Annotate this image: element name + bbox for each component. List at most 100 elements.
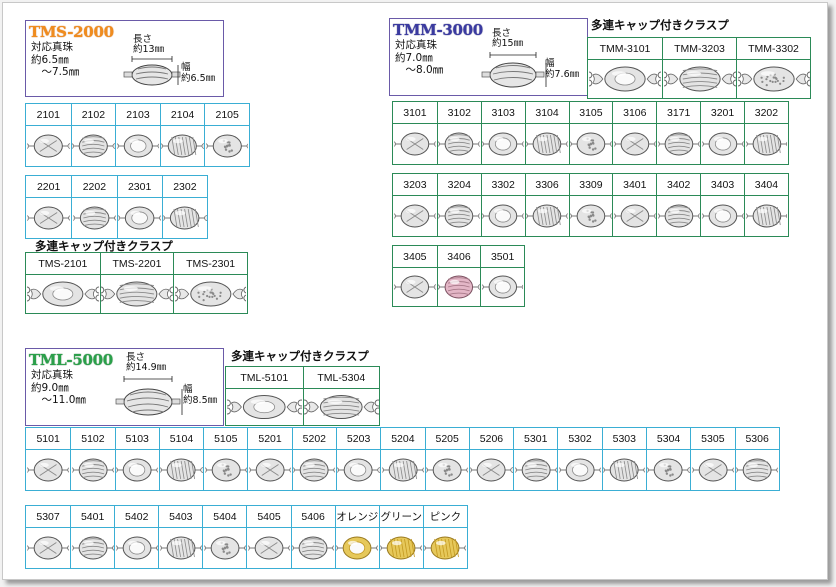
tms-series-title: TMS-2000 <box>29 23 114 41</box>
clasp-item: 3402 <box>656 174 701 236</box>
multi-clasp-image <box>226 389 303 425</box>
clasp-item: 3102 <box>436 102 481 164</box>
clasp-code-label: 5204 <box>381 428 425 450</box>
clasp-item: 5101 <box>26 428 71 490</box>
clasp-item: 3202 <box>744 102 788 164</box>
clasp-code-label: 5402 <box>115 506 159 528</box>
clasp-code-label: 3103 <box>481 102 525 124</box>
clasp-image <box>337 450 380 490</box>
multi-clasp-image <box>663 60 736 98</box>
clasp-image <box>613 124 656 164</box>
tmm-grid-row1: 3101 3102 3103 3104 3105 3106 <box>392 101 789 165</box>
tms-multi-heading: 多連キャップ付きクラスプ <box>35 239 173 253</box>
clasp-code-label: 3106 <box>613 102 657 124</box>
clasp-item: 3405 <box>393 246 437 306</box>
clasp-code-label: 5102 <box>71 428 115 450</box>
tms-grid-row1: 2101 2102 2103 2104 2105 <box>25 103 250 167</box>
multi-clasp-item: TMM-3203 <box>662 38 736 98</box>
tml-multi-grid: TML-5101 TML-5304 <box>225 366 380 426</box>
tml-grid-row2: 5307 5401 5402 5403 5404 5405 <box>25 505 468 569</box>
clasp-code-label: 5206 <box>469 428 514 450</box>
clasp-item: 2102 <box>70 104 116 166</box>
clasp-item: 3171 <box>656 102 701 164</box>
clasp-item: 5201 <box>247 428 292 490</box>
clasp-code-label: 3405 <box>393 246 437 268</box>
clasp-code-label: 3501 <box>481 246 524 268</box>
clasp-image <box>393 124 437 164</box>
clasp-image <box>570 196 613 236</box>
clasp-item: 5406 <box>290 506 335 568</box>
clasp-code-label: 5403 <box>159 506 203 528</box>
tms-width-label: 幅 約6.5㎜ <box>181 62 216 84</box>
clasp-item: 3406 <box>436 246 481 306</box>
multi-clasp-item: TMS-2301 <box>173 253 247 313</box>
multi-clasp-image <box>304 389 380 425</box>
clasp-item: 2101 <box>26 104 71 166</box>
clasp-image <box>72 198 116 238</box>
clasp-image <box>26 126 71 166</box>
clasp-image <box>470 450 513 490</box>
clasp-item: 5307 <box>26 506 71 568</box>
clasp-image <box>118 198 162 238</box>
tmm-pearl-size: 対応真珠 約7.0㎜ 〜8.0㎜ <box>395 39 444 76</box>
clasp-code-label: 5304 <box>646 428 691 450</box>
clasp-image <box>393 268 437 306</box>
clasp-image <box>72 126 116 166</box>
clasp-image <box>203 528 246 568</box>
clasp-image <box>613 196 656 236</box>
clasp-item: ピンク <box>422 506 467 568</box>
clasp-item: 5305 <box>690 428 735 490</box>
clasp-image <box>514 450 557 490</box>
clasp-image <box>336 528 379 568</box>
clasp-image <box>526 196 569 236</box>
tml-width-label: 幅 約8.5㎜ <box>183 384 218 406</box>
clasp-code-label: 3102 <box>437 102 481 124</box>
clasp-image <box>526 124 569 164</box>
tmm-grid-row3: 3405 3406 3501 <box>392 245 525 307</box>
clasp-image <box>247 528 291 568</box>
multi-clasp-image <box>737 60 810 98</box>
clasp-code-label: TML-5101 <box>226 367 303 389</box>
clasp-item: 2103 <box>115 104 160 166</box>
clasp-item: 2201 <box>26 176 72 238</box>
clasp-image <box>438 124 481 164</box>
clasp-item: 3403 <box>700 174 744 236</box>
clasp-image <box>424 528 467 568</box>
clasp-image <box>160 450 203 490</box>
catalog-sheet: TMS-2000 対応真珠 約6.5㎜ 〜7.5㎜ 長さ 約13㎜ 幅 約6.5… <box>2 2 828 580</box>
tmm-multi-heading: 多連キャップ付きクラスプ <box>591 18 729 32</box>
clasp-item: 5401 <box>70 506 115 568</box>
clasp-code-label: 5303 <box>602 428 646 450</box>
clasp-image <box>570 124 613 164</box>
clasp-item: 5104 <box>158 428 204 490</box>
clasp-code-label: 5406 <box>291 506 335 528</box>
tml-dimension-diagram <box>114 375 186 423</box>
clasp-code-label: 3406 <box>437 246 481 268</box>
tmm-width-label: 幅 約7.6㎜ <box>545 58 580 80</box>
clasp-item: 5301 <box>513 428 558 490</box>
clasp-image <box>26 528 70 568</box>
clasp-item: 5303 <box>601 428 646 490</box>
clasp-code-label: 5404 <box>203 506 247 528</box>
multi-clasp-item: TMM-3302 <box>736 38 810 98</box>
clasp-image <box>482 196 525 236</box>
clasp-image <box>116 126 160 166</box>
clasp-image <box>426 450 469 490</box>
multi-clasp-item: TMM-3101 <box>588 38 662 98</box>
clasp-code-label: 5105 <box>204 428 248 450</box>
clasp-item: 3203 <box>393 174 437 236</box>
tms-dimension-diagram <box>122 55 182 93</box>
clasp-code-label: 3171 <box>657 102 701 124</box>
clasp-code-label: 3309 <box>569 174 613 196</box>
clasp-image <box>71 528 114 568</box>
clasp-code-label: 2103 <box>116 104 160 126</box>
clasp-item: 2104 <box>159 104 205 166</box>
clasp-item: 5103 <box>114 428 159 490</box>
clasp-code-label: 5201 <box>248 428 292 450</box>
clasp-image <box>380 528 423 568</box>
clasp-image <box>701 196 744 236</box>
clasp-image <box>163 198 207 238</box>
tms-length-label: 長さ 約13㎜ <box>133 34 165 55</box>
tmm-multi-grid: TMM-3101 TMM-3203 TMM-3302 <box>587 37 811 99</box>
tms-pearl-size: 対応真珠 約6.5㎜ 〜7.5㎜ <box>31 41 80 78</box>
